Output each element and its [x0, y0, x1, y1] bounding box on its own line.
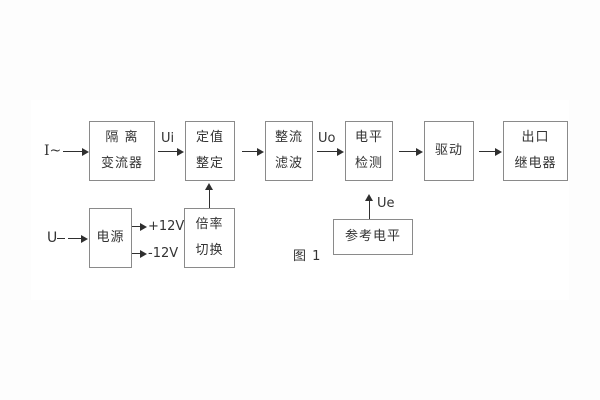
- block-text-line: 滤波: [274, 156, 303, 171]
- block-output-relay: 出口 继电器: [503, 121, 568, 181]
- block-text-line: 继电器: [514, 156, 557, 171]
- block-text-line: 定值: [195, 130, 224, 145]
- block-text-line: 检测: [354, 156, 383, 171]
- block-driver: 驱动: [424, 121, 474, 181]
- input-voltage-label: U: [47, 230, 58, 246]
- ue-signal-label: Ue: [377, 196, 395, 211]
- block-text-line: 电源: [96, 230, 125, 245]
- block-text-line: 驱动: [434, 143, 463, 158]
- figure-caption: 图 1: [293, 249, 322, 264]
- block-text-line: 整定: [195, 156, 224, 171]
- plus12v-label: +12V: [148, 219, 185, 234]
- input-current-label: I~: [44, 143, 62, 159]
- block-setting-adjust: 定值 整定: [185, 121, 235, 181]
- block-text-line: 倍率: [195, 217, 224, 232]
- block-text-line: 整流: [274, 130, 303, 145]
- minus12v-label: -12V: [148, 246, 179, 261]
- block-isolation-transformer: 隔 离 变流器: [89, 121, 155, 181]
- ui-signal-label: Ui: [161, 131, 175, 146]
- block-level-detect: 电平 检测: [345, 121, 393, 181]
- block-text-line: 隔 离: [105, 130, 139, 145]
- block-power-supply: 电源: [89, 208, 132, 268]
- block-text-line: 切换: [195, 243, 224, 258]
- block-multiplier-switch: 倍率 切换: [184, 208, 235, 268]
- block-rectifier-filter: 整流 滤波: [265, 121, 313, 181]
- uo-signal-label: Uo: [318, 131, 336, 146]
- block-text-line: 电平: [354, 130, 383, 145]
- block-text-line: 出口: [521, 130, 550, 145]
- block-reference-level: 参考电平: [333, 219, 413, 255]
- block-text-line: 参考电平: [344, 229, 401, 244]
- block-text-line: 变流器: [100, 156, 143, 171]
